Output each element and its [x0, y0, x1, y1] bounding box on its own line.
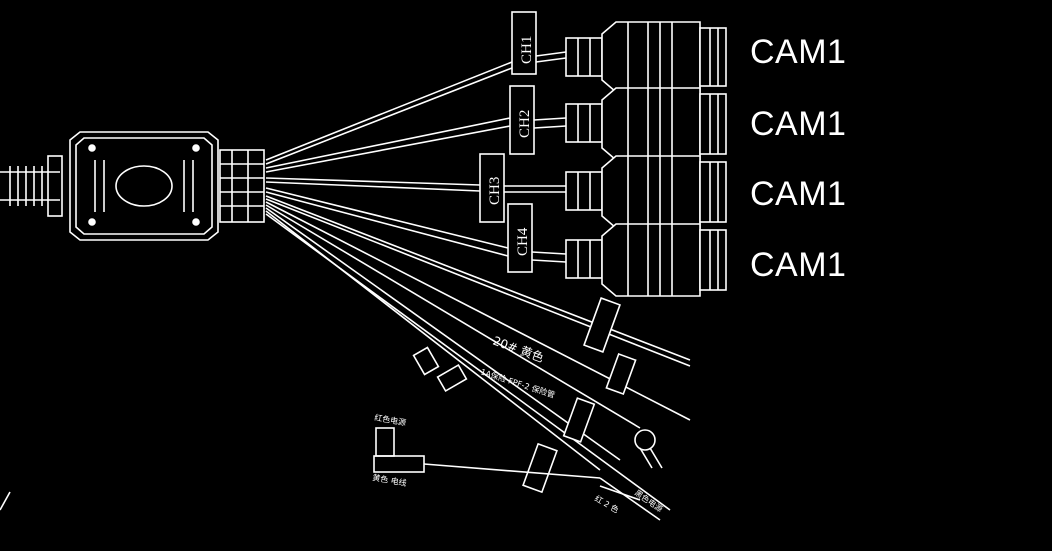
wire-annotation-left-bottom: 黄色 电线	[372, 472, 408, 488]
camera-label-1: CAM1	[750, 33, 847, 71]
connector-ch4	[507, 203, 727, 297]
connector-ch1	[511, 11, 727, 93]
wire-annotation-right-bottom: 红 2 色	[593, 493, 621, 515]
wire-annotation-left-top: 红色电源	[374, 412, 407, 427]
connector-ch3	[479, 153, 727, 229]
channel-connectors	[479, 11, 727, 297]
wire-annotation-1: 20# 黄色	[491, 334, 546, 365]
channel-label-ch3: CH3	[487, 177, 503, 205]
camera-label-4: CAM1	[750, 246, 847, 284]
channel-label-ch2: CH2	[517, 110, 533, 138]
junction-box	[69, 131, 265, 241]
connector-ch2	[509, 85, 727, 161]
wire-tags	[373, 297, 663, 521]
wire-bundle	[265, 61, 691, 511]
corner-mark	[0, 491, 11, 511]
camera-label-3: CAM1	[750, 175, 847, 213]
channel-label-ch1: CH1	[519, 36, 535, 64]
channel-label-ch4: CH4	[515, 227, 531, 256]
camera-label-2: CAM1	[750, 105, 847, 143]
left-cable-stub	[0, 155, 63, 217]
wire-annotation-right-far: 黑色电源	[633, 487, 665, 514]
